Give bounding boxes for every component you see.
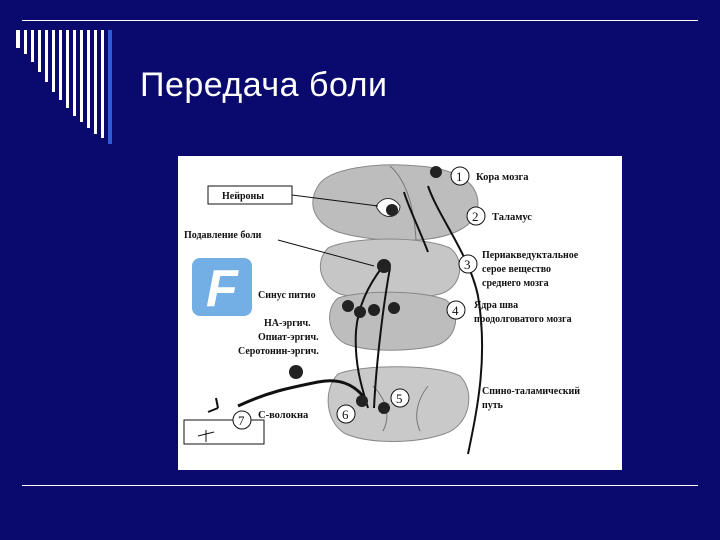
label-serotonin-ergic: Серотонин-эргич. — [238, 346, 319, 357]
label-raphe-1: Ядра шва — [474, 300, 518, 311]
label-thalamus: Таламус — [492, 212, 532, 223]
label-neurons: Нейроны — [222, 191, 264, 202]
label-pain-suppression: Подавление боли — [184, 230, 262, 241]
diagram-canvas: F Нейроны Подавление боли Синус питио Н — [178, 156, 622, 470]
label-sinus-pitio: Синус питио — [258, 290, 316, 301]
number-3: 3 — [459, 255, 477, 273]
number-1: 1 — [451, 167, 469, 185]
svg-text:5: 5 — [396, 391, 403, 406]
label-pag-3: среднего мозга — [482, 278, 549, 289]
decorative-bars — [0, 0, 140, 150]
svg-text:2: 2 — [472, 209, 479, 224]
svg-text:6: 6 — [342, 407, 349, 422]
label-c-fibers: С-волокна — [258, 410, 309, 421]
label-spinothalamic-1: Спино-таламический — [482, 386, 580, 397]
number-6: 6 — [337, 405, 355, 423]
slide-title: Передача боли — [140, 66, 387, 105]
svg-text:1: 1 — [456, 169, 463, 184]
svg-text:3: 3 — [464, 257, 471, 272]
pain-transmission-diagram: F Нейроны Подавление боли Синус питио Н — [178, 156, 622, 470]
label-cortex: Кора мозга — [476, 172, 529, 183]
number-2: 2 — [467, 207, 485, 225]
watermark-letter: F — [206, 260, 239, 318]
number-4: 4 — [447, 301, 465, 319]
c-fiber-arrow — [208, 398, 218, 412]
number-5: 5 — [391, 389, 409, 407]
label-spinothalamic-2: путь — [482, 400, 504, 411]
svg-text:4: 4 — [452, 303, 459, 318]
label-pag-1: Периаквeдуктальное — [482, 250, 579, 261]
label-na-ergic: НА-эргич. — [264, 318, 311, 329]
skin-receptor-box — [184, 420, 264, 444]
label-opiate-ergic: Опиат-эргич. — [258, 332, 319, 343]
label-pag-2: серое вещество — [482, 264, 551, 275]
label-raphe-2: продолговатого мозга — [474, 314, 572, 325]
bottom-rule — [22, 485, 698, 486]
number-7: 7 — [233, 411, 251, 429]
svg-text:7: 7 — [238, 413, 245, 428]
